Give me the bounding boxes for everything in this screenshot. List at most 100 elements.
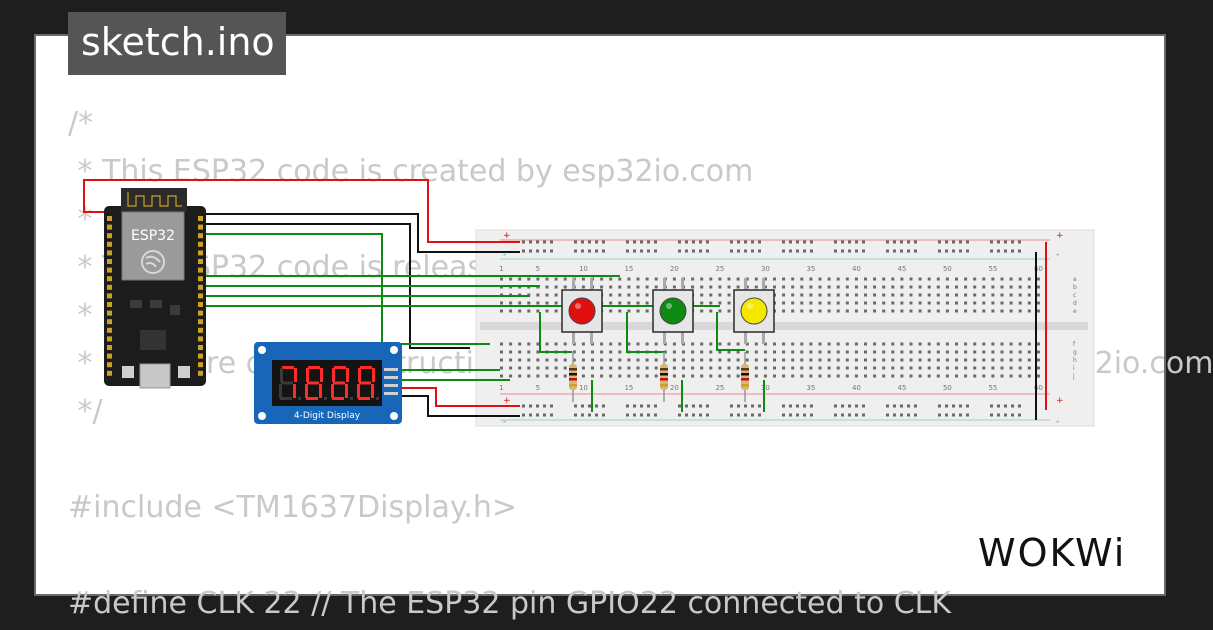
digit-segment <box>331 384 334 398</box>
decimal-point <box>350 397 353 400</box>
digit-segment <box>305 384 308 398</box>
esp32-pin <box>107 362 112 368</box>
rail-hole <box>945 240 948 244</box>
column-number: 1 <box>499 384 503 392</box>
breadboard-hole <box>645 374 649 378</box>
yellow-push-button[interactable] <box>733 278 775 344</box>
resistor[interactable] <box>569 352 577 402</box>
file-tab[interactable]: sketch.ino <box>68 12 286 75</box>
rail-sign: + <box>503 396 511 406</box>
rail-hole <box>959 240 962 244</box>
breadboard-hole <box>554 301 558 305</box>
rail-hole <box>699 240 702 244</box>
breadboard-hole <box>900 309 904 313</box>
rail-hole <box>834 249 837 253</box>
breadboard-hole <box>591 374 594 378</box>
breadboard-hole <box>709 285 713 289</box>
rail-hole <box>841 249 844 253</box>
breadboard-hole <box>654 358 658 362</box>
column-number: 30 <box>761 384 770 392</box>
breadboard-hole <box>818 309 822 313</box>
breadboard-hole <box>1009 358 1013 362</box>
breadboard-hole <box>827 374 831 378</box>
breadboard-hole <box>927 350 931 354</box>
resistor[interactable] <box>660 352 668 402</box>
breadboard-hole <box>1000 342 1004 346</box>
rail-hole <box>997 240 1000 244</box>
esp32-pin <box>107 241 112 247</box>
breadboard-hole <box>709 358 713 362</box>
breadboard-hole <box>618 301 622 305</box>
breadboard-hole <box>654 374 658 378</box>
breadboard-hole <box>581 285 585 289</box>
breadboard-hole <box>854 358 858 362</box>
breadboard-hole <box>909 293 913 297</box>
column-number: 45 <box>897 384 906 392</box>
breadboard-hole <box>654 277 658 281</box>
resistor[interactable] <box>741 352 749 402</box>
breadboard-hole <box>927 285 931 289</box>
breadboard-hole <box>782 277 786 281</box>
breadboard-hole <box>545 374 549 378</box>
breadboard-hole <box>836 293 840 297</box>
breadboard-hole <box>918 374 922 378</box>
breadboard-hole <box>536 309 540 313</box>
esp32-pin <box>107 302 112 307</box>
breadboard-hole <box>909 309 913 313</box>
breadboard-hole <box>936 285 940 289</box>
red-push-button[interactable] <box>561 278 603 344</box>
breadboard-hole <box>763 366 767 370</box>
breadboard-hole <box>818 285 822 289</box>
breadboard-hole <box>709 293 713 297</box>
breadboard-hole <box>845 366 849 370</box>
breadboard-hole <box>600 358 604 362</box>
breadboard-hole <box>873 350 877 354</box>
breadboard-hole <box>700 366 704 370</box>
esp32-pin <box>107 336 112 342</box>
esp32-board[interactable]: ESP32 <box>104 188 206 389</box>
esp32-pin <box>198 302 203 307</box>
decimal-point <box>376 397 379 400</box>
rail-hole <box>952 413 955 417</box>
breadboard-hole <box>791 342 795 346</box>
rail-hole <box>574 413 577 417</box>
rail-hole <box>990 404 993 408</box>
digit-segment <box>308 366 320 369</box>
breadboard-hole <box>973 277 977 281</box>
seven-segment-display[interactable]: 4-Digit Display <box>254 342 402 424</box>
digit-segment <box>372 368 375 382</box>
rail-hole <box>862 240 865 244</box>
digit-segment <box>346 368 349 382</box>
breadboard-hole <box>882 285 886 289</box>
breadboard-hole <box>809 293 813 297</box>
breadboard-hole <box>654 342 658 346</box>
breadboard-hole <box>955 350 958 354</box>
wokwi-logo: WOKWi <box>978 531 1124 575</box>
breadboard-hole <box>527 358 531 362</box>
row-letter: f <box>1073 341 1076 348</box>
rail-hole <box>647 240 650 244</box>
rail-hole <box>1018 413 1021 417</box>
breadboard-hole <box>1036 358 1040 362</box>
rail-hole <box>550 404 553 408</box>
breadboard-hole <box>982 301 986 305</box>
breadboard-hole <box>1036 285 1040 289</box>
breadboard-hole <box>918 285 922 289</box>
breadboard-hole <box>618 293 622 297</box>
breadboard-hole <box>955 301 958 305</box>
breadboard-hole <box>1000 366 1004 370</box>
breadboard-hole <box>945 374 949 378</box>
breadboard-hole <box>709 342 713 346</box>
rail-hole <box>706 413 709 417</box>
rail-hole <box>945 249 948 253</box>
breadboard-hole <box>636 285 640 289</box>
rail-hole <box>751 404 754 408</box>
breadboard-hole <box>645 293 649 297</box>
green-push-button[interactable] <box>652 278 694 344</box>
breadboard-hole <box>982 277 986 281</box>
breadboard-hole <box>973 342 977 346</box>
rail-hole <box>602 413 605 417</box>
breadboard-hole <box>973 366 977 370</box>
breadboard-hole <box>691 374 695 378</box>
breadboard-hole <box>581 350 585 354</box>
